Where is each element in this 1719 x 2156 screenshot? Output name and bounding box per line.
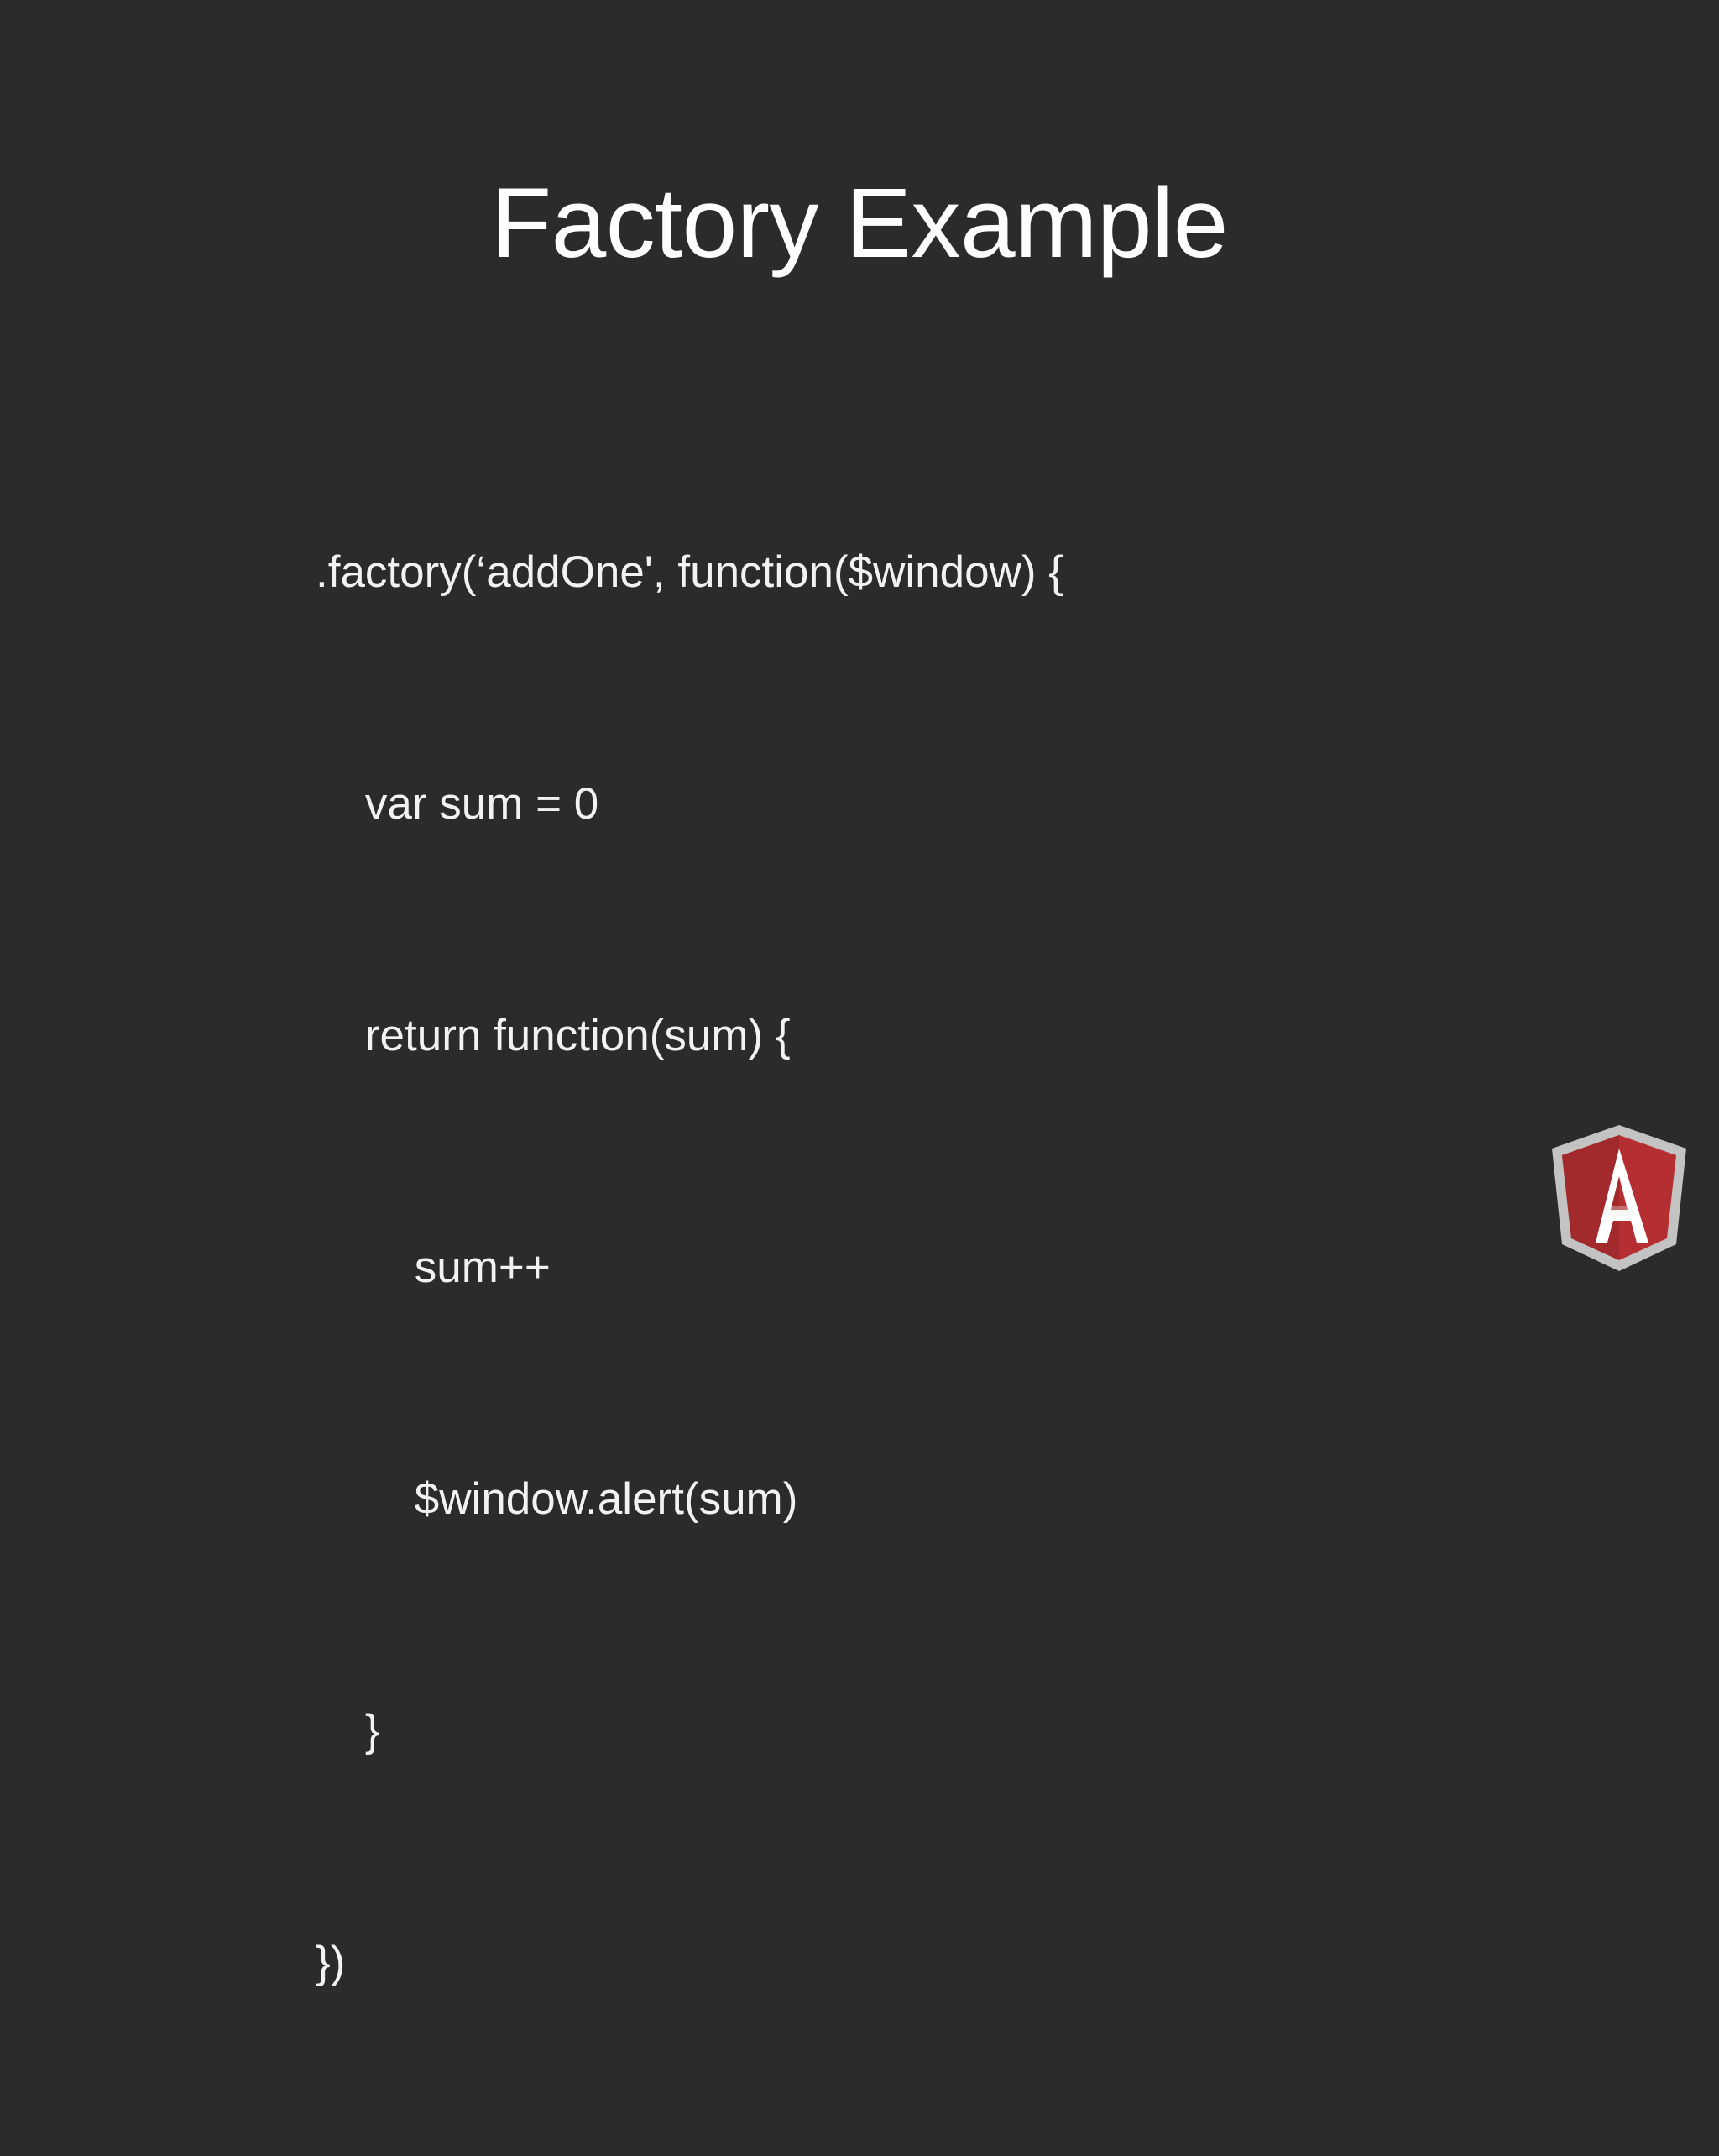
letter-a-crossbar-shape (1603, 1206, 1635, 1216)
code-line: }) (316, 1938, 346, 1987)
page-title: Factory Example (491, 168, 1228, 280)
code-block: .factory(‘addOne', function($window) { v… (316, 379, 1063, 2156)
code-line: return function(sum) { (316, 1011, 791, 1060)
code-line: } (316, 1706, 380, 1756)
code-line: $window.alert(sum) (316, 1474, 798, 1524)
code-line: .factory(‘addOne', function($window) { (316, 547, 1063, 597)
code-line: var sum = 0 (316, 779, 599, 829)
angularjs-shield-logo (1549, 1123, 1690, 1273)
letter-a-shape (1596, 1149, 1648, 1243)
code-line: sum++ (316, 1243, 551, 1292)
presentation-slide: Factory Example .factory(‘addOne', funct… (316, 168, 1690, 1987)
